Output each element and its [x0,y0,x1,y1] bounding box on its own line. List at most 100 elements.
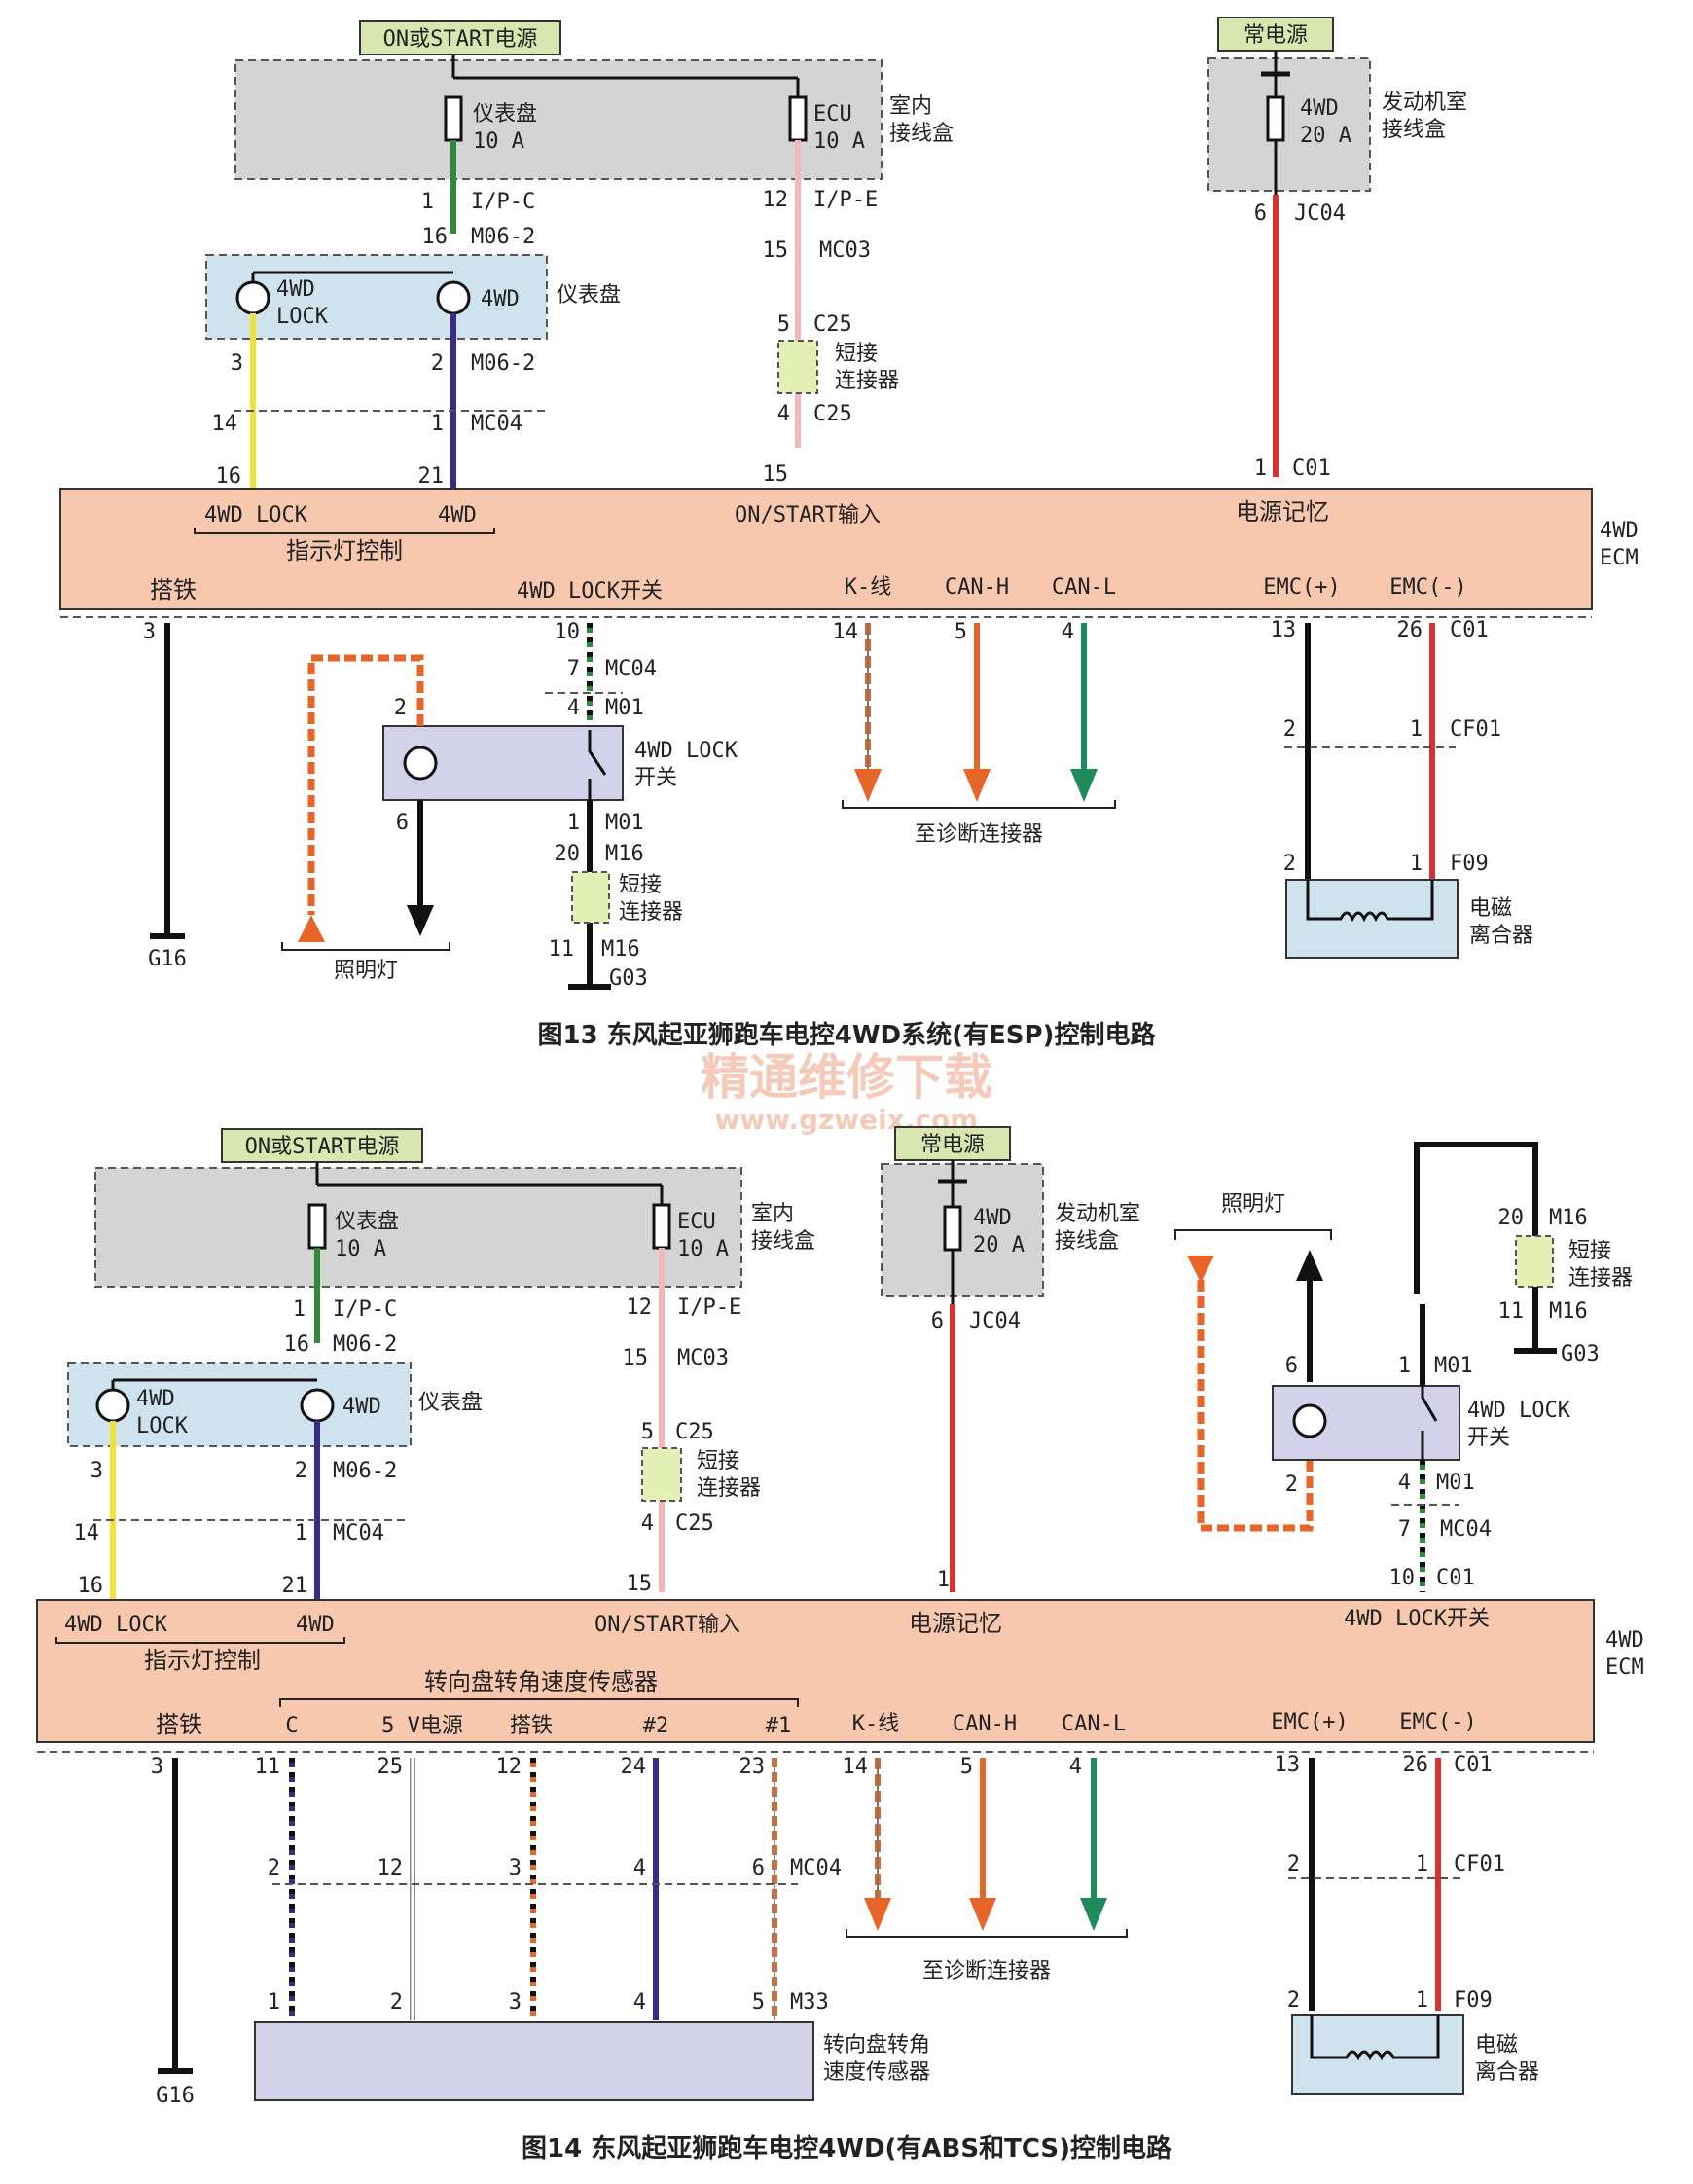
const-power-label: 常电源 [1243,23,1308,48]
pin-label: 1 [431,412,444,436]
connector-m06-2: M06-2 [333,1332,397,1357]
connector-cf01: CF01 [1454,1852,1505,1876]
ecm-4wd-lock-text: 4WD LOCK [64,1613,168,1637]
lock-switch-label-2: 开关 [634,766,677,790]
pin-label: 2 [431,351,444,376]
interior-box-label-1: 室内 [889,94,932,119]
connector-jc04: JC04 [969,1309,1021,1333]
shorting-label-1: 短接 [619,873,662,897]
pin-label: 6 [752,1856,765,1880]
pin-label: 1 [268,1990,280,2015]
ecm-4wd-text: 4WD [438,503,477,528]
pin-label: 5 [960,1755,973,1779]
lock-switch-contact-icon [588,730,607,800]
connector-c01: C01 [1292,456,1331,481]
lamp-4wd-icon [300,1388,335,1423]
connector-c25-b: C25 [813,402,852,426]
connector-m01-b: M01 [1436,1471,1475,1495]
pin-label: 1 [1416,1852,1428,1876]
pin-label: 3 [509,1990,522,2015]
shorting-label-2: 连接器 [835,369,899,393]
fuse-4wd-icon [1266,95,1285,142]
pin-label: 2 [1283,717,1296,742]
pin-label: 14 [212,412,238,436]
pin-label: 14 [74,1521,100,1546]
lighting-label: 照明灯 [1221,1192,1285,1217]
engine-box-label-1: 发动机室 [1382,91,1467,115]
ecm-can-l-text: CAN-L [1062,1712,1126,1736]
pin-label: 16 [422,225,449,249]
ecm-emc-neg-text: EMC(-) [1389,575,1466,600]
pin-label: 1 [567,811,580,835]
fuse-ecu-rating: 10 A [677,1237,729,1261]
engine-junction-box [1207,57,1371,192]
pin-label: 2 [1285,1473,1298,1497]
pin-label: 1 [293,1297,306,1322]
lock-switch-lamp-icon [1292,1403,1327,1438]
engine-box-label-2: 接线盒 [1382,118,1446,142]
pin-label: 16 [78,1574,104,1598]
interior-box-label-1: 室内 [751,1202,794,1226]
pin-label: 15 [763,462,789,487]
connector-ipe: I/P-E [677,1295,741,1320]
pin-label: 3 [143,620,156,644]
pin-label: 7 [567,657,580,681]
pin-label: 1 [421,190,434,214]
pin-label: 4 [633,1856,646,1880]
pin-label: 1 [295,1521,307,1546]
connector-m16-b: M16 [1549,1299,1588,1324]
pin-label: 26 [1403,1753,1429,1777]
clutch-label-1: 电磁 [1469,896,1512,921]
shorting-label-2: 连接器 [697,1476,761,1501]
pin-label: 5 [777,312,790,337]
ecm-name-2: ECM [1605,1656,1644,1680]
on-start-label: ON或START电源 [245,1135,400,1159]
connector-ipc: I/P-C [471,190,535,214]
pin-label: 1 [1254,456,1267,481]
pin-label: 12 [627,1295,653,1320]
fuse-ecu-name: ECU [677,1210,716,1234]
watermark-line-1: 精通维修下载 [701,1049,992,1106]
connector-mc04-b: MC04 [1440,1517,1492,1542]
connector-m06-2-b: M06-2 [471,351,535,376]
pin-label: 6 [1285,1354,1298,1378]
pin-label: 4 [1062,620,1074,644]
pin-label: 11 [1498,1299,1525,1324]
connector-mc04: MC04 [471,412,522,436]
lighting-label: 照明灯 [334,959,398,983]
pin-label: 2 [1287,1988,1300,2013]
clutch-label-2: 离合器 [1469,924,1533,948]
coil-icon [1306,880,1434,923]
pin-label: 26 [1397,618,1423,642]
ground-g03: G03 [609,966,648,991]
pin-label: 3 [231,351,243,376]
connector-f09: F09 [1450,852,1489,876]
instrument-cluster-label: 仪表盘 [557,283,621,308]
shorting-connector-c25 [777,340,818,394]
on-start-label-box [221,1128,423,1163]
ecm-steer-sensor-text: 转向盘转角速度传感器 [424,1668,658,1695]
pin-label: 21 [282,1574,308,1598]
lamp-4wd-lock-icon [95,1388,130,1423]
connector-mc04-b: MC04 [605,657,657,681]
pin-label: 6 [396,811,409,835]
pin-label: 6 [931,1309,944,1333]
connector-f09: F09 [1454,1988,1493,2013]
connector-m06-2-b: M06-2 [333,1459,397,1483]
em-clutch-box [1291,2014,1464,2095]
ecm-ground-2-text: 搭铁 [510,1714,553,1738]
figure-13: ON或START电源 常电源 仪表盘 10 A ECU 10 A 室内 接线盒 … [59,17,1639,1050]
connector-c01-c: C01 [1454,1753,1493,1777]
interior-junction-box [234,59,883,180]
pin-label: 3 [90,1459,103,1483]
fuse-4wd-name: 4WD [973,1206,1012,1230]
pin-label: 11 [549,937,575,962]
to-diag-connector-label: 至诊断连接器 [922,1959,1051,1984]
connector-mc04-c: MC04 [790,1856,842,1880]
on-start-label: ON或START电源 [383,27,538,52]
shorting-label-1: 短接 [697,1449,739,1474]
on-start-label-box [359,20,561,55]
pin-label: 1 [1398,1354,1411,1378]
ecm-power-memory: 电源记忆 [909,1610,1002,1637]
fuse-ecu-icon [788,95,808,142]
